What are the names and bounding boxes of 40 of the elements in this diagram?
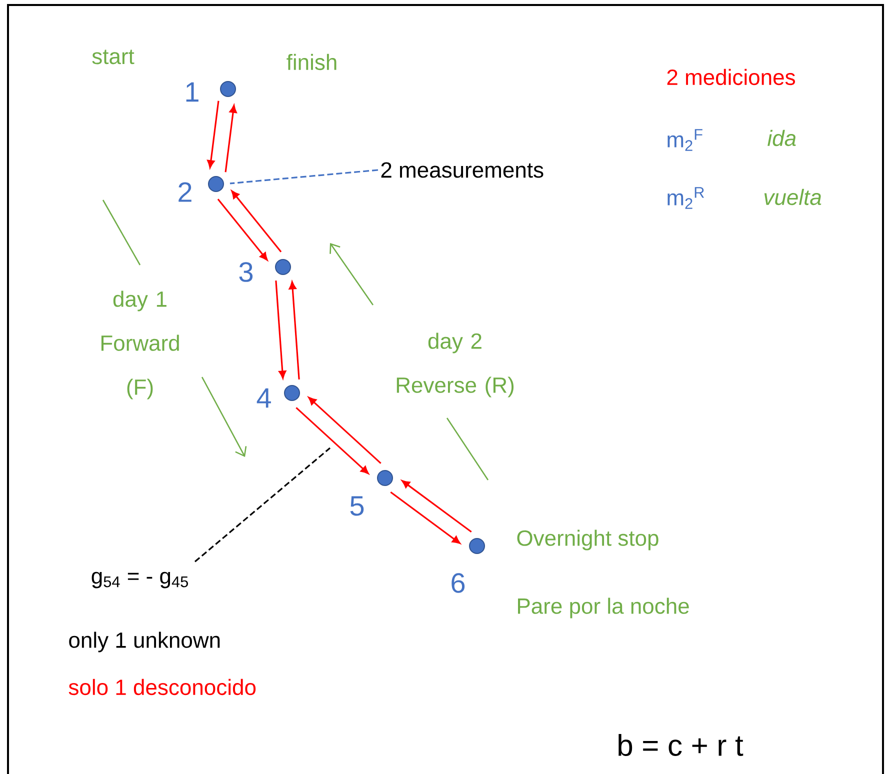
- point-number: 2: [178, 182, 192, 202]
- survey-point: [377, 470, 393, 486]
- survey-point: [284, 385, 300, 401]
- survey-point: [208, 176, 224, 192]
- leader-line: [194, 447, 331, 562]
- annotation-text: Pare por la noche: [518, 598, 689, 618]
- annotation-text: 2 mediciones: [667, 68, 795, 86]
- finish-label: finish: [286, 54, 336, 70]
- arrow: [217, 198, 268, 261]
- point-number: 5: [350, 496, 364, 516]
- survey-point: [275, 259, 291, 275]
- survey-point: [220, 81, 236, 97]
- annotation-text: g$_{54}$ = - g$_{45}$: [92, 572, 188, 588]
- arrow: [308, 396, 382, 464]
- annotation-text: Overnight stop: [517, 530, 658, 550]
- annotation-text: solo 1 desconocido: [68, 678, 256, 696]
- leader-line: [230, 169, 378, 184]
- annotation-text: vuelta: [764, 188, 822, 206]
- equation-text: b = c + r t: [618, 734, 744, 756]
- survey-point: [469, 538, 485, 554]
- annotation-text: day 2 Reverse (R): [396, 332, 514, 398]
- point-number: 6: [452, 573, 465, 593]
- annotation-text: ida: [768, 130, 796, 146]
- arrow: [288, 281, 300, 380]
- symbol-label: m$_{2}$F: [668, 129, 702, 151]
- point-number: 1: [186, 82, 198, 102]
- annotation-text: day 1 Forward (F): [101, 290, 179, 400]
- arrow: [275, 280, 286, 379]
- arrow: [224, 104, 237, 172]
- symbol-label: m$_{2}$R: [668, 187, 704, 209]
- arrow: [207, 100, 220, 168]
- annotation-text: 2 measurements: [381, 162, 544, 178]
- annotation-text: only 1 unknown: [69, 632, 220, 652]
- point-number: 3: [239, 262, 253, 282]
- arrow: [231, 190, 282, 252]
- arrow: [296, 407, 369, 474]
- start-label: start: [92, 50, 134, 64]
- arrow: [402, 480, 472, 533]
- point-number: 4: [256, 388, 271, 408]
- arrow: [390, 492, 460, 544]
